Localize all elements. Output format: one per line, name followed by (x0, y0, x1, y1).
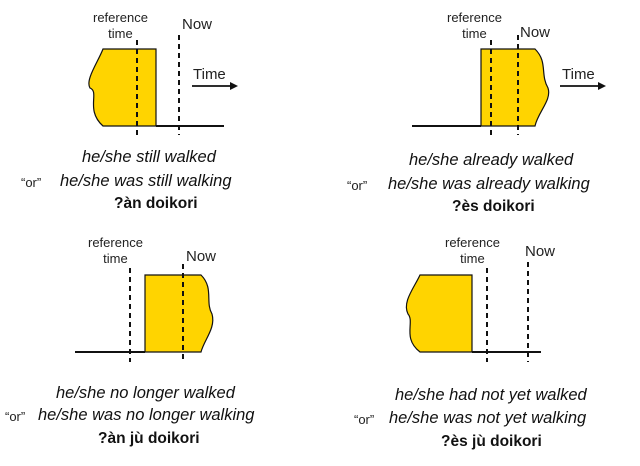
now-label: Now (525, 243, 556, 260)
panel-no-longer-drawing (75, 264, 214, 362)
gloss-line-1: he/she had not yet walked (395, 386, 587, 404)
or-label: “or” (21, 175, 42, 190)
time-label-small: time (462, 26, 487, 41)
panel-already-drawing (412, 35, 606, 135)
or-label: “or” (354, 412, 375, 427)
activity-block (405, 274, 473, 353)
time-label-small: time (460, 251, 485, 266)
gloss-line-2: he/she was no longer walking (38, 406, 255, 424)
gloss-line-1: he/she no longer walked (56, 384, 235, 402)
now-label: Now (520, 24, 551, 41)
reference-time-label: reference time (445, 235, 500, 267)
term-label: ?ès jù doikori (441, 433, 542, 450)
now-label: Now (182, 16, 213, 33)
term-label: ?àn jù doikori (98, 430, 200, 447)
activity-block (88, 48, 157, 127)
time-arrowhead (598, 82, 606, 90)
reference-label: reference (445, 235, 500, 250)
or-label: “or” (347, 178, 368, 193)
reference-time-label: reference time (88, 235, 143, 267)
activity-block (144, 274, 214, 353)
term-label: ?ès doikori (452, 198, 535, 215)
reference-label: reference (93, 10, 148, 25)
gloss-line-1: he/she still walked (82, 148, 216, 166)
time-arrowhead (230, 82, 238, 90)
activity-block (480, 48, 550, 127)
reference-label: reference (447, 10, 502, 25)
panel-still-drawing (88, 35, 238, 135)
reference-time-label: reference time (93, 10, 148, 42)
panel-not-yet-drawing (405, 262, 541, 362)
gloss-line-2: he/she was already walking (388, 175, 590, 193)
time-label-small: time (103, 251, 128, 266)
time-axis-label: Time (193, 66, 226, 83)
gloss-line-2: he/she was still walking (60, 172, 232, 190)
gloss-line-1: he/she already walked (409, 151, 574, 169)
reference-label: reference (88, 235, 143, 250)
gloss-line-2: he/she was not yet walking (389, 409, 587, 427)
reference-time-label: reference time (447, 10, 502, 42)
or-label: “or” (5, 409, 26, 424)
time-label-small: time (108, 26, 133, 41)
time-axis-label: Time (562, 66, 595, 83)
now-label: Now (186, 248, 217, 265)
term-label: ?àn doikori (114, 195, 198, 212)
